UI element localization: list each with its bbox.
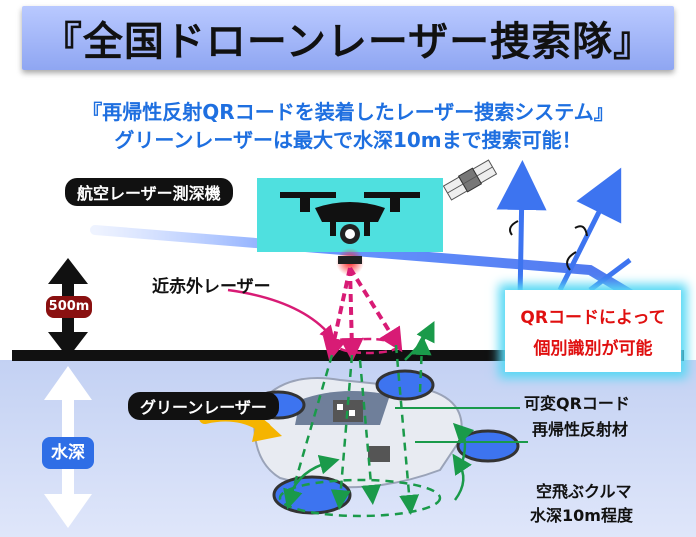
drone-icon [280,192,420,244]
rotation-mark-1 [509,220,519,236]
green-laser-label: グリーンレーザー [128,392,279,420]
page-title: 『全国ドローンレーザー捜索隊』 [41,19,655,65]
airborne-lidar-label: 航空レーザー測深機 [65,178,233,206]
rotation-mark-2 [574,225,588,237]
flying-car-depth-label: 水深10m程度 [530,506,633,525]
subtitle-line-2: グリーンレーザーは最大で水深10mまで捜索可能！ [114,128,582,152]
near-ir-pointer [227,288,335,341]
rise-arrow-3 [588,258,632,292]
rise-arrow-1 [496,160,547,301]
title-banner: 『全国ドローンレーザー捜索隊』 [22,6,674,70]
green-arc-1 [404,321,435,361]
qr-callout-line-1: QRコードによって [520,308,666,328]
qr-callout-line-2: 個別識別が可能 [533,339,653,359]
satellite-icon [442,159,498,201]
green-arc-2 [288,454,340,496]
qr-code-2 [368,446,390,462]
near-ir-label: 近赤外レーザー [152,277,271,297]
subtitle-line-1: 『再帰性反射QRコードを装着したレーザー捜索システム』 [82,100,614,124]
green-laser-paths [278,335,442,518]
green-arc-4 [452,453,472,501]
near-ir-cone [322,266,403,362]
flying-car-label: 空飛ぶクルマ [536,482,632,501]
retroreflector-label: 再帰性反射材 [532,420,629,439]
altitude-badge: 500m [46,296,92,318]
rotation-mark-3 [566,251,577,271]
depth-badge: 水深 [42,437,94,469]
qr-callout-box: QRコードによって 個別識別が可能 [505,290,681,372]
laser-emitter [338,256,362,264]
rise-arrow-2 [557,167,622,292]
variable-qr-label: 可変QRコード [524,394,630,413]
altitude-arrow [48,258,88,358]
